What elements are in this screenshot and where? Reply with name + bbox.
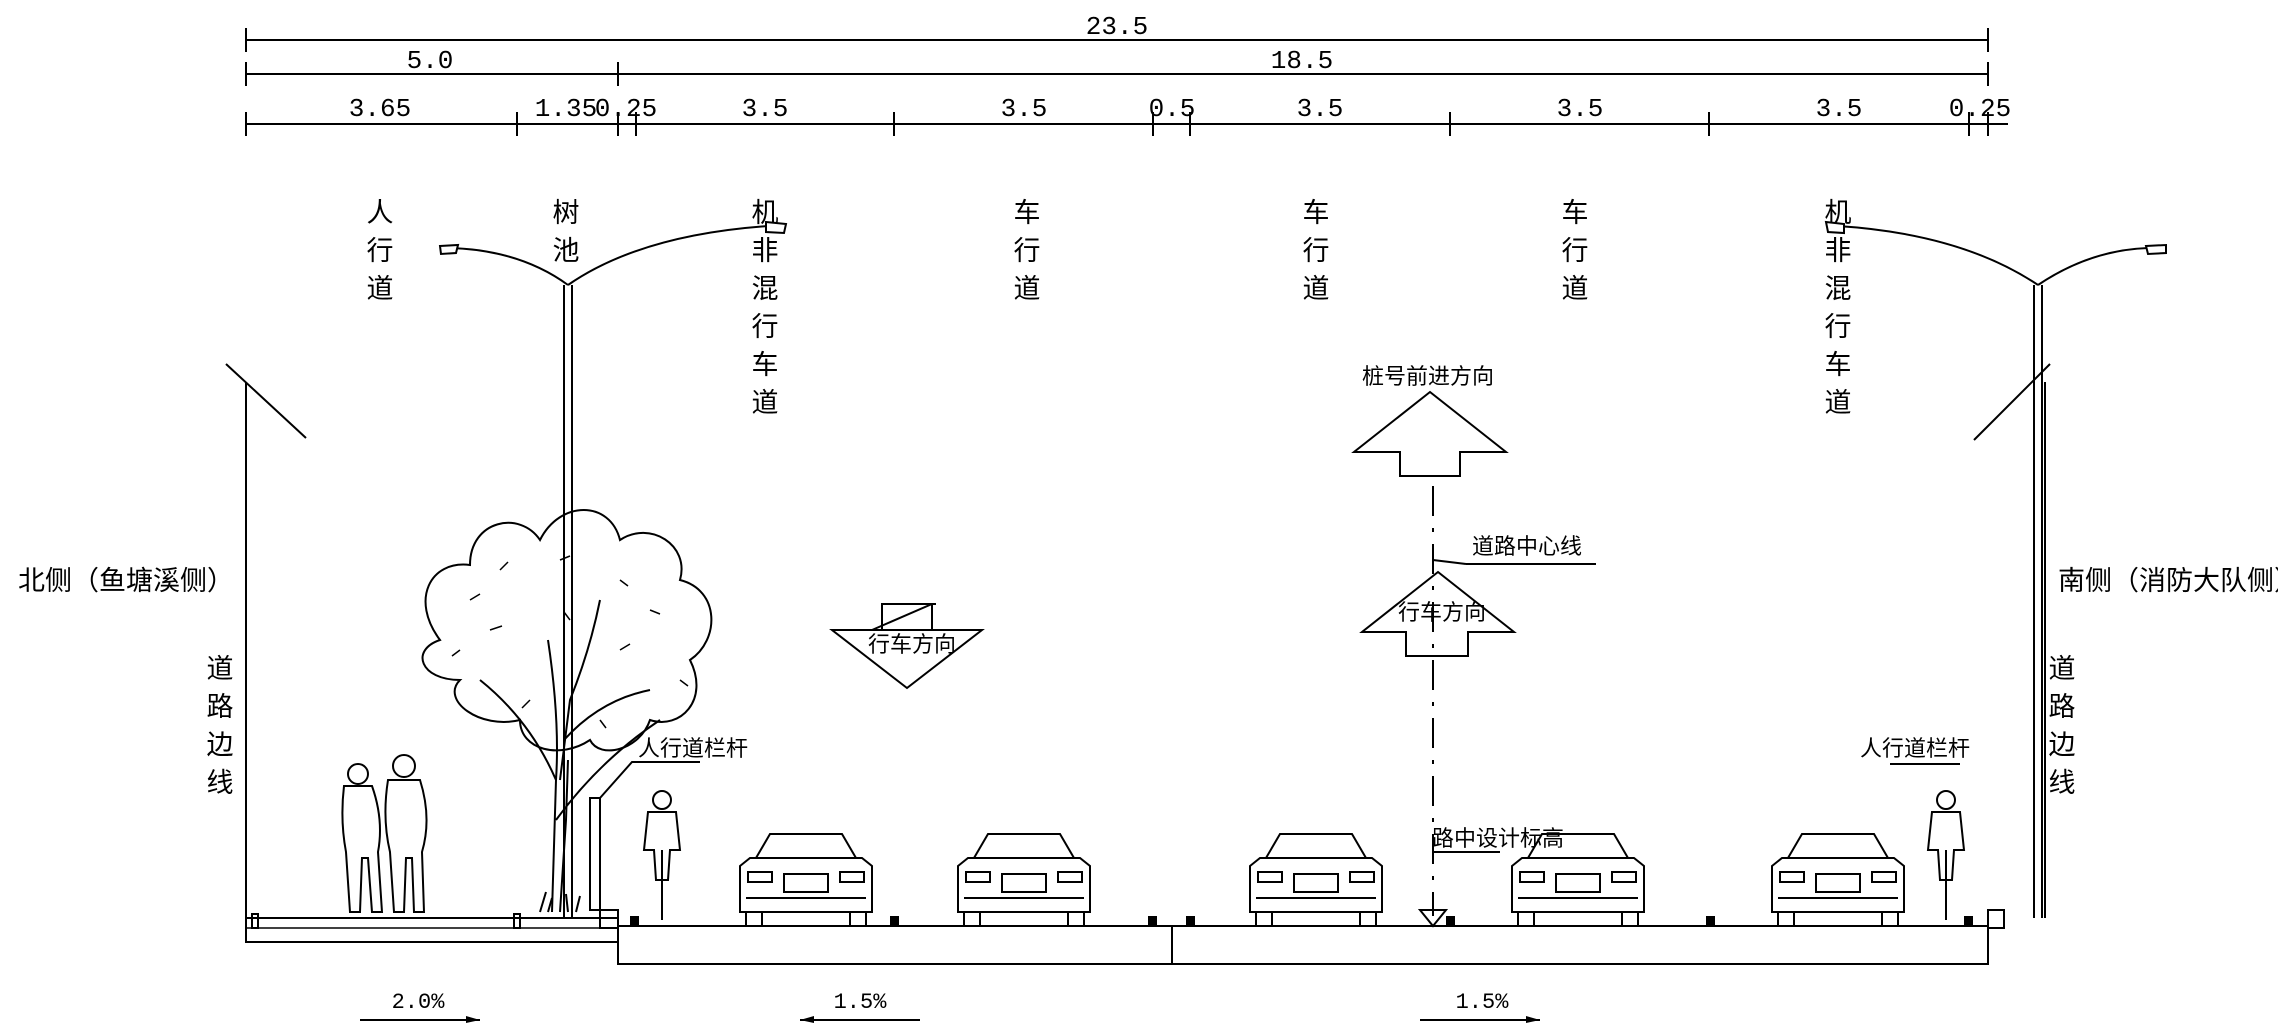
left-road-edge: [225, 363, 307, 918]
railing-left-label: 人行道栏杆: [638, 737, 748, 762]
street-light-right: [1824, 220, 2167, 918]
dimension-chain: 23.5 5.0 18.5 3.65 1.35 0.25 3.5 3.5 0.5: [245, 12, 2011, 136]
chainage-direction-arrow: [1351, 390, 1509, 477]
pavement-section: [245, 909, 2005, 965]
pedestrians: [341, 754, 428, 913]
slope-right-carriageway: 1.5%: [1456, 990, 1510, 1015]
zone-label-tree-pool: 树池: [553, 198, 580, 267]
dim-seg-sidewalk: 3.65: [349, 94, 411, 124]
cyclist-right: [1926, 790, 1966, 920]
segment-ticks: [245, 112, 1989, 136]
car: [1511, 833, 1645, 927]
car: [1249, 833, 1383, 927]
dim-seg-lane-b: 3.5: [1001, 94, 1048, 124]
car: [1771, 833, 1905, 927]
traffic-direction-arrow-left: [829, 603, 985, 690]
south-side-label: 南侧（消防大队侧）: [2058, 566, 2278, 597]
dim-north-side: 5.0: [407, 46, 454, 76]
car: [739, 833, 873, 927]
dim-seg-median: 0.5: [1149, 94, 1196, 124]
car: [957, 833, 1091, 927]
dim-seg-tree-pool: 1.35: [535, 94, 597, 124]
dim-seg-lane-d: 3.5: [1557, 94, 1604, 124]
zone-label-lane-1: 车行道: [1014, 198, 1041, 305]
cyclist-left: [642, 790, 682, 920]
slope-left-carriageway: 1.5%: [834, 990, 888, 1015]
zone-label-lane-2: 车行道: [1303, 198, 1330, 305]
traffic-direction-right-label: 行车方向: [1398, 601, 1486, 626]
road-centerline-label: 道路中心线: [1472, 535, 1582, 560]
north-side-label: 北侧（鱼塘溪侧）: [18, 566, 234, 597]
edge-label-left: 道路边线: [207, 654, 234, 799]
dim-seg-lane-e: 3.5: [1816, 94, 1863, 124]
chainage-direction-label: 桩号前进方向: [1362, 365, 1494, 390]
right-road-edge: [1973, 363, 2051, 918]
dim-total: 23.5: [1086, 12, 1148, 42]
tree: [421, 509, 713, 913]
traffic-direction-arrow-right: [1359, 570, 1517, 657]
zone-label-sidewalk: 人行道: [367, 198, 394, 305]
traffic-direction-left-label: 行车方向: [868, 633, 956, 658]
railing-left: [589, 761, 700, 911]
dim-seg-lane-a: 3.5: [742, 94, 789, 124]
dim-carriageway: 18.5: [1271, 46, 1333, 76]
dim-seg-lane-c: 3.5: [1297, 94, 1344, 124]
slope-indicators: 2.0% 1.5% 1.5%: [360, 990, 1540, 1023]
railing-right-label: 人行道栏杆: [1860, 737, 1970, 762]
zone-label-lane-3: 车行道: [1562, 198, 1589, 305]
dim-seg-edge-right: 0.25: [1949, 94, 2011, 124]
design-elevation-label: 路中设计标高: [1432, 827, 1564, 852]
zone-labels: 人行道 树池 机非混行车道 车行道 车行道 车行道 机非混行车道 道路边线 道路…: [207, 198, 2076, 799]
dim-seg-edge-left: 0.25: [595, 94, 657, 124]
edge-label-right: 道路边线: [2049, 654, 2076, 799]
cars: [739, 833, 1905, 927]
slope-sidewalk: 2.0%: [392, 990, 446, 1015]
street-light-left: [438, 220, 788, 918]
